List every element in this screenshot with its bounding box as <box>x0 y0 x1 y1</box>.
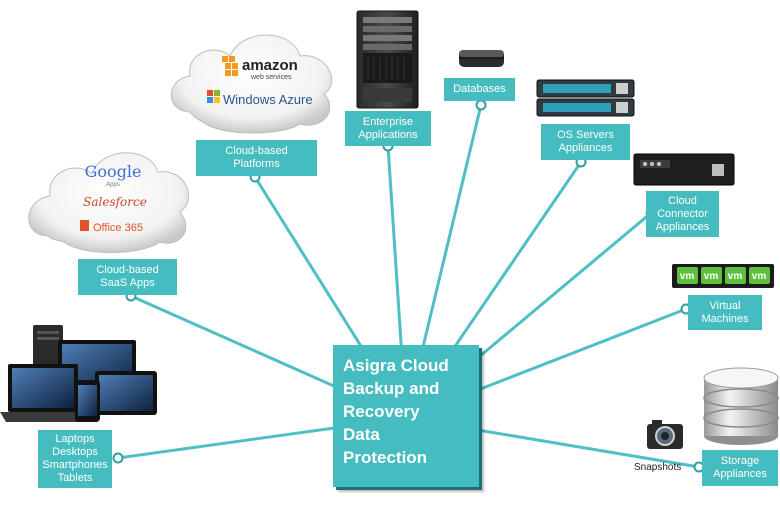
node-label-databases: Databases <box>444 78 515 101</box>
storage-stack-icon <box>703 367 779 445</box>
amazon-logo: amazon <box>242 57 298 74</box>
databases-line-1: Databases <box>453 83 506 95</box>
office365-logo: Office 365 <box>93 222 143 234</box>
devices-line-1: Laptops <box>55 433 95 445</box>
node-label-enterprise: Enterprise Applications <box>345 111 431 146</box>
enterprise-line-2: Applications <box>358 128 418 141</box>
vm-chip-3-label: vm <box>728 271 743 282</box>
devices-illustration <box>0 325 157 422</box>
center-line-4: Data <box>343 425 380 444</box>
vm-chip-2 <box>701 267 722 284</box>
platforms-line-1: Cloud-based <box>225 145 288 157</box>
node-label-platforms: Cloud-based Platforms <box>196 140 317 176</box>
center-line-1: Asigra Cloud <box>343 356 449 375</box>
connector-line-1: Cloud <box>668 194 697 207</box>
os-servers-line-2: Appliances <box>558 142 613 154</box>
connector-line-3: Appliances <box>655 220 710 233</box>
cloud-connector-appliance-icon <box>633 153 735 186</box>
cloud-saas-illustration: Google Apps Salesforce Office 365 <box>28 152 189 253</box>
central-hub-box: Asigra Cloud Backup and Recovery Data Pr… <box>333 345 479 487</box>
platforms-line-2: Platforms <box>233 158 280 170</box>
aws-cubes-icon <box>222 56 238 76</box>
os-servers-line-1: OS Servers <box>557 129 614 141</box>
saas-line-1: Cloud-based <box>96 264 159 276</box>
center-line-3: Recovery <box>343 402 420 421</box>
vm-chip-2-label: vm <box>704 271 719 282</box>
windows-flag-icon <box>207 90 220 103</box>
node-label-devices: Laptops Desktops Smartphones Tablets <box>38 430 112 488</box>
google-apps-text: Apps <box>106 182 120 188</box>
google-logo: Google <box>85 162 142 181</box>
devices-line-4: Tablets <box>57 472 93 484</box>
devices-line-3: Smartphones <box>42 459 108 471</box>
node-label-connector: Cloud Connector Appliances <box>646 191 719 237</box>
storage-line-2: Appliances <box>713 468 767 480</box>
enterprise-line-1: Enterprise <box>362 115 414 128</box>
connector-line-2: Connector <box>657 207 708 220</box>
cloud-platforms-illustration: amazon web services Windows Azure <box>170 34 333 134</box>
snapshots-label: Snapshots <box>634 462 682 473</box>
node-label-saas: Cloud-based SaaS Apps <box>78 259 177 295</box>
os-servers-icon <box>536 79 635 117</box>
vm-chip-1-label: vm <box>680 271 695 282</box>
enterprise-server-icon <box>356 10 419 109</box>
dot-devices <box>112 452 124 464</box>
dot-databases <box>475 99 487 111</box>
salesforce-logo: Salesforce <box>83 195 147 209</box>
vm-chip-4-label: vm <box>752 271 767 282</box>
center-line-5: Protection <box>343 448 428 467</box>
storage-line-1: Storage <box>720 455 760 467</box>
database-icon <box>459 50 504 67</box>
virtual-machines-icon: vm vm vm vm <box>672 264 774 288</box>
amazon-webservices-text: web services <box>250 74 292 81</box>
node-label-virtual: Virtual Machines <box>688 295 762 330</box>
center-line-2: Backup and <box>343 379 440 398</box>
vm-chip-1 <box>677 267 698 284</box>
camera-icon <box>647 420 683 449</box>
office-icon <box>80 220 89 231</box>
virtual-line-1: Virtual <box>709 299 741 312</box>
node-label-os-servers: OS Servers Appliances <box>541 124 630 160</box>
vm-chip-3 <box>725 267 746 284</box>
windows-azure-logo: Windows Azure <box>223 92 313 107</box>
vm-chip-4 <box>749 267 770 284</box>
virtual-line-2: Machines <box>701 312 749 325</box>
node-label-storage: Storage Appliances <box>702 450 778 486</box>
saas-line-2: SaaS Apps <box>100 277 155 289</box>
devices-line-2: Desktops <box>52 446 98 458</box>
